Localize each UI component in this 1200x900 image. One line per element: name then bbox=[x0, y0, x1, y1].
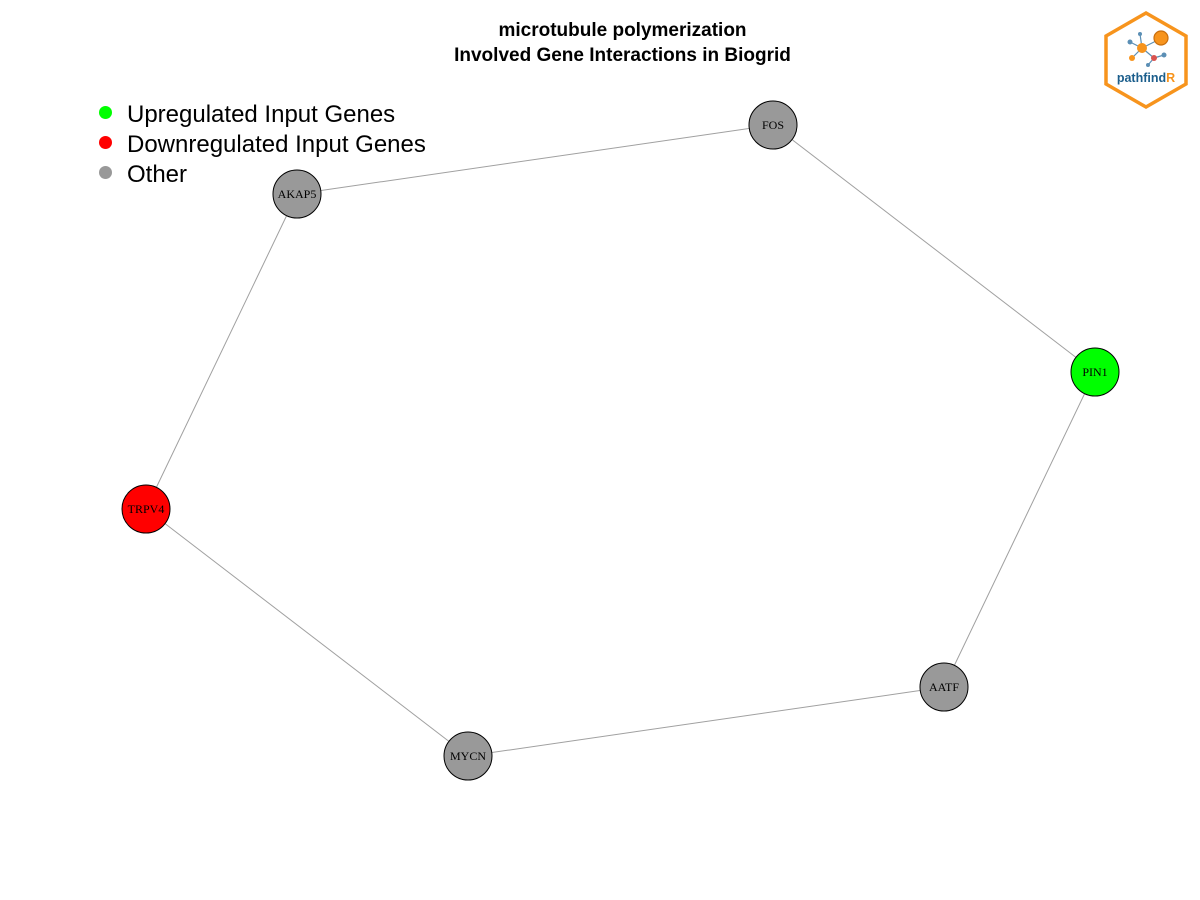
legend-dot-upregulated bbox=[99, 105, 112, 119]
legend-dot-downregulated bbox=[99, 135, 112, 149]
logo-text: pathfindR bbox=[1117, 71, 1175, 85]
node-label-aatf: AATF bbox=[929, 680, 959, 694]
pathfindr-logo: pathfindR bbox=[1104, 10, 1188, 110]
node-circle-akap5[interactable] bbox=[272, 169, 322, 219]
node-pin1[interactable]: PIN1 bbox=[1070, 347, 1120, 397]
legend: Upregulated Input Genes Downregulated In… bbox=[97, 100, 426, 190]
legend-item-other: Other bbox=[97, 160, 426, 190]
edge-fos-pin1 bbox=[772, 124, 1096, 373]
node-circle-fos[interactable] bbox=[748, 100, 798, 150]
node-circle-aatf[interactable] bbox=[919, 662, 969, 712]
node-circle-mycn[interactable] bbox=[443, 731, 493, 781]
logo-network-icon bbox=[1127, 30, 1169, 67]
node-label-trpv4: TRPV4 bbox=[128, 502, 165, 516]
node-label-mycn: MYCN bbox=[450, 749, 486, 763]
title-line-2: Involved Gene Interactions in Biogrid bbox=[454, 45, 791, 66]
node-aatf[interactable]: AATF bbox=[919, 662, 969, 712]
edge-mycn-trpv4 bbox=[145, 508, 469, 757]
node-akap5[interactable]: AKAP5 bbox=[272, 169, 322, 219]
edge-aatf-mycn bbox=[467, 686, 945, 757]
logo-hexagon bbox=[1104, 10, 1188, 110]
node-fos[interactable]: FOS bbox=[748, 100, 798, 150]
edge-trpv4-akap5 bbox=[145, 193, 298, 510]
title-line-1: microtubule polymerization bbox=[498, 20, 747, 41]
edge-akap5-fos bbox=[296, 124, 774, 195]
node-label-akap5: AKAP5 bbox=[278, 187, 317, 201]
legend-dot-other bbox=[99, 165, 112, 179]
legend-label-downregulated: Downregulated Input Genes bbox=[127, 131, 426, 158]
legend-item-upregulated: Upregulated Input Genes bbox=[97, 100, 426, 130]
edge-pin1-aatf bbox=[943, 371, 1096, 688]
node-label-fos: FOS bbox=[762, 118, 784, 132]
legend-item-downregulated: Downregulated Input Genes bbox=[97, 130, 426, 160]
legend-label-other: Other bbox=[127, 161, 188, 188]
legend-label-upregulated: Upregulated Input Genes bbox=[127, 101, 396, 128]
node-circle-pin1[interactable] bbox=[1070, 347, 1120, 397]
node-trpv4[interactable]: TRPV4 bbox=[121, 484, 171, 534]
node-label-pin1: PIN1 bbox=[1082, 365, 1107, 379]
chart-title: microtubule polymerization Involved Gene… bbox=[0, 18, 1200, 68]
node-circle-trpv4[interactable] bbox=[121, 484, 171, 534]
edges-layer bbox=[145, 124, 1096, 757]
logo-text-accent: R bbox=[1166, 71, 1175, 85]
logo-text-main: pathfind bbox=[1117, 71, 1166, 85]
node-mycn[interactable]: MYCN bbox=[443, 731, 493, 781]
